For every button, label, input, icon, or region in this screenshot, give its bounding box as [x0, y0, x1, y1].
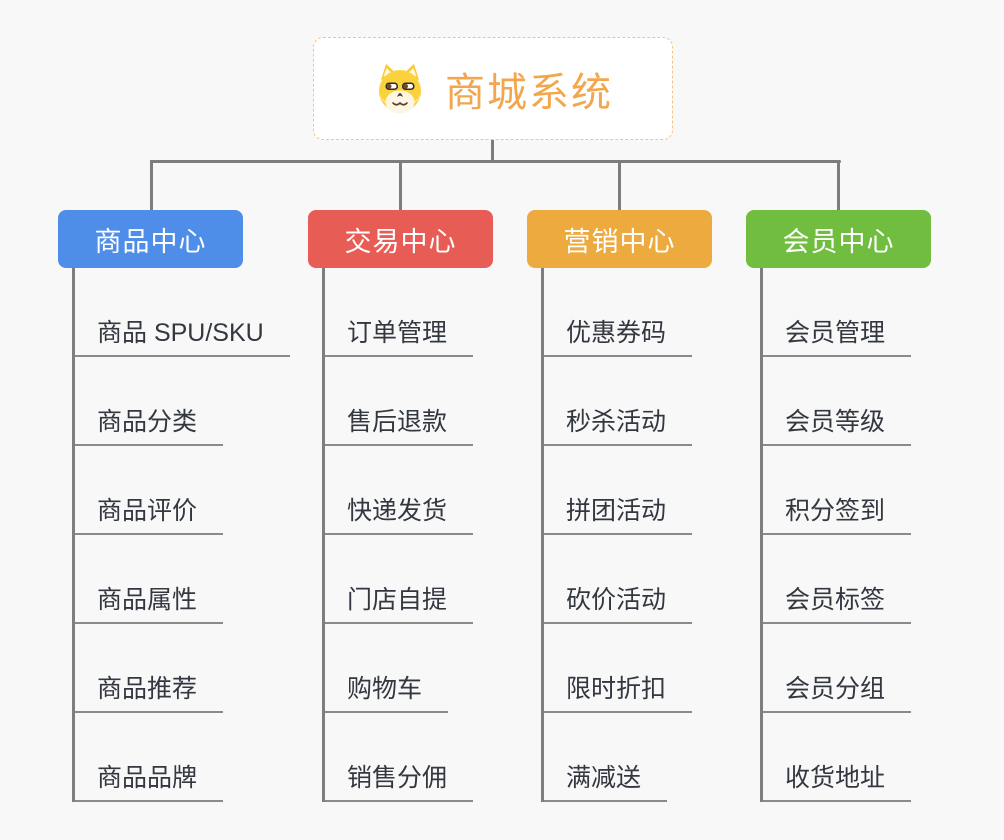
connector-drop-product [150, 160, 153, 212]
tree-item[interactable]: 快递发货 [325, 446, 474, 535]
tree-item[interactable]: 会员管理 [763, 268, 912, 357]
tree-item[interactable]: 拼团活动 [544, 446, 693, 535]
branch-items-trade: 订单管理 售后退款 快递发货 门店自提 购物车 销售分佣 [322, 268, 474, 802]
tree-item[interactable]: 秒杀活动 [544, 357, 693, 446]
root-title: 商城系统 [445, 70, 613, 115]
tree-item[interactable]: 会员标签 [763, 535, 912, 624]
branch-items-product: 商品 SPU/SKU 商品分类 商品评价 商品属性 商品推荐 商品品牌 [72, 268, 290, 802]
tree-item[interactable]: 售后退款 [325, 357, 474, 446]
tree-item[interactable]: 收货地址 [763, 713, 912, 802]
branch-items-member: 会员管理 会员等级 积分签到 会员标签 会员分组 收货地址 [760, 268, 912, 802]
tree-item[interactable]: 砍价活动 [544, 535, 693, 624]
branch-header-member[interactable]: 会员中心 [746, 210, 931, 268]
branch-header-label: 商品中心 [94, 226, 207, 257]
shiba-dog-icon [373, 62, 427, 116]
branch-header-label: 会员中心 [782, 226, 895, 257]
tree-item[interactable]: 会员等级 [763, 357, 912, 446]
branch-header-product[interactable]: 商品中心 [58, 210, 243, 268]
connector-root-drop [491, 140, 494, 162]
tree-item[interactable]: 门店自提 [325, 535, 474, 624]
tree-item[interactable]: 商品评价 [75, 446, 224, 535]
tree-item[interactable]: 会员分组 [763, 624, 912, 713]
branch-header-label: 营销中心 [563, 226, 676, 257]
tree-item[interactable]: 销售分佣 [325, 713, 474, 802]
tree-item[interactable]: 积分签到 [763, 446, 912, 535]
branch-header-label: 交易中心 [344, 226, 457, 257]
tree-item[interactable]: 满减送 [544, 713, 668, 802]
branch-header-marketing[interactable]: 营销中心 [527, 210, 712, 268]
tree-item[interactable]: 商品推荐 [75, 624, 224, 713]
tree-item[interactable]: 商品 SPU/SKU [75, 268, 290, 357]
connector-drop-member [837, 160, 840, 212]
tree-item[interactable]: 优惠券码 [544, 268, 693, 357]
tree-item[interactable]: 限时折扣 [544, 624, 693, 713]
connector-rail [150, 160, 841, 163]
connector-drop-trade [399, 160, 402, 212]
tree-item[interactable]: 商品分类 [75, 357, 224, 446]
tree-item[interactable]: 购物车 [325, 624, 449, 713]
tree-item[interactable]: 商品品牌 [75, 713, 224, 802]
tree-item[interactable]: 订单管理 [325, 268, 474, 357]
branch-header-trade[interactable]: 交易中心 [308, 210, 493, 268]
tree-item[interactable]: 商品属性 [75, 535, 224, 624]
root-node[interactable]: 商城系统 [313, 37, 673, 140]
branch-items-marketing: 优惠券码 秒杀活动 拼团活动 砍价活动 限时折扣 满减送 [541, 268, 693, 802]
connector-drop-marketing [618, 160, 621, 212]
